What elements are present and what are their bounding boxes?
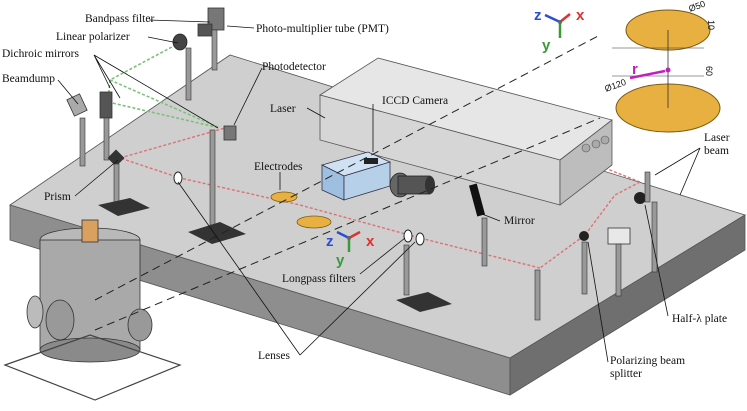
label-mirror: Mirror: [504, 215, 535, 227]
label-iccd-camera: ICCD Camera: [382, 95, 448, 107]
label-longpass-filters: Longpass filters: [282, 273, 356, 285]
label-dichroic-mirrors: Dichroic mirrors: [2, 48, 79, 60]
right-optics: [579, 171, 658, 297]
fluorescence-path: [107, 39, 221, 129]
label-beamdump: Beamdump: [2, 73, 55, 85]
label-linear-polarizer: Linear polarizer: [56, 31, 130, 43]
electrodes: [270, 191, 332, 229]
axes-triad-top: [544, 13, 571, 38]
label-lenses: Lenses: [258, 350, 290, 362]
label-laser: Laser: [270, 103, 296, 115]
label-laser-beam: Laser beam: [704, 132, 732, 157]
axis-label-z-top: z: [534, 7, 542, 24]
axis-label-x-mid: x: [366, 233, 375, 250]
laser-beam-path: [119, 127, 641, 269]
iccd-camera: [320, 151, 435, 201]
label-laser-beam-line1: Laser: [704, 132, 730, 144]
dim-gap: 60: [704, 66, 714, 76]
electrode-inset: [612, 9, 721, 133]
electrode-top: [270, 191, 298, 203]
axis-label-z-mid: z: [326, 233, 334, 250]
beamdump-assembly: [66, 91, 113, 167]
label-half-lambda-plate: Half-λ plate: [672, 313, 727, 325]
label-bandpass-filter: Bandpass filter: [85, 13, 154, 25]
photodetector-mount: [188, 125, 246, 244]
dim-d-top: Ø50: [687, 0, 706, 14]
label-pmt: Photo-multiplier tube (PMT): [256, 23, 389, 35]
label-polarizing-beam-splitter: Polarizing beam splitter: [610, 355, 688, 380]
label-pbs-line1: Polarizing beam: [610, 355, 685, 367]
label-laser-beam-line2: beam: [704, 145, 729, 157]
dim-thickness: 10: [706, 20, 716, 30]
electrode-bottom: [296, 215, 332, 229]
label-prism: Prism: [44, 191, 71, 203]
pmt-assembly: [172, 7, 225, 101]
prism-mount: [98, 149, 150, 216]
laser-housing: [319, 57, 613, 206]
label-photodetector: Photodetector: [262, 61, 326, 73]
axes-triad-middle: [336, 230, 361, 252]
leader-lines: [57, 19, 701, 363]
axis-label-r: r: [632, 61, 638, 78]
axis-label-y-top: y: [542, 37, 551, 54]
label-pbs-line2: splitter: [610, 368, 642, 380]
label-electrodes: Electrodes: [254, 161, 303, 173]
lens-mounts: [173, 171, 541, 321]
axis-label-y-mid: y: [336, 252, 345, 269]
dim-d-bottom: Ø120: [603, 77, 627, 94]
table-right-side: [509, 214, 746, 396]
mirror-mount: [468, 183, 488, 267]
axis-label-x-top: x: [576, 7, 585, 24]
vacuum-chamber: [3, 219, 182, 401]
projection-lines: [94, 34, 601, 331]
